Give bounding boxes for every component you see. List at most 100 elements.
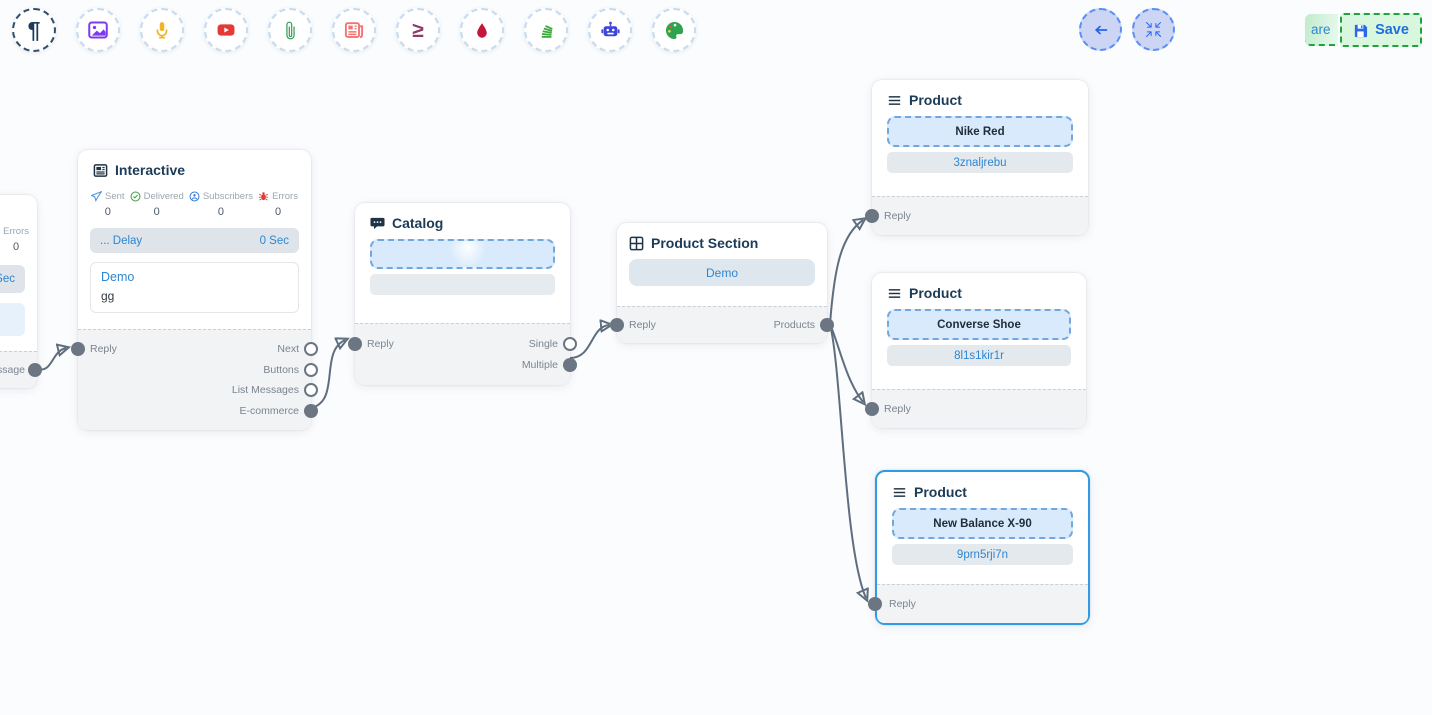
product-name: Nike Red [955,125,1005,138]
connector-input-reply[interactable] [71,342,85,357]
stat-delivered: Delivered 0 [130,191,184,218]
output-single-label: Single [528,338,558,351]
paperclip-icon [285,21,295,39]
floppy-icon [1354,24,1368,37]
connector-input-reply[interactable] [865,208,879,223]
toolbar: ¶ ≥ [12,8,696,52]
palette-icon [665,21,683,39]
delay-row[interactable]: ... Delay 0 Sec [90,228,299,253]
edge-products-to-product-3 [829,323,866,598]
node-header: Product [872,80,1088,116]
connector-output-single[interactable] [563,337,577,352]
person-circle-icon [189,191,200,202]
product-retailer-id: 9prn5rji7n [956,548,1009,561]
stack-button[interactable] [524,8,568,52]
greater-equal-icon: ≥ [412,18,424,42]
robot-button[interactable] [588,8,632,52]
message-box[interactable]: Demo gg [90,262,299,313]
save-button[interactable]: Save [1340,13,1422,47]
node-interactive[interactable]: Interactive Sent 0 Delivered 0 [71,150,318,430]
node-product-section[interactable]: Product Section Demo Reply Products [610,223,834,343]
input-reply-label: Reply [629,318,656,331]
section-item-label: Demo [705,265,738,280]
catalog-placeholder-box[interactable] [370,239,555,269]
connector-output-ecommerce[interactable] [304,403,318,418]
node-message-clipped[interactable]: Errors 0 0 Sec Message [0,195,42,388]
product-name-box[interactable]: Converse Shoe [887,309,1071,340]
connector-output-list-messages[interactable] [304,383,318,398]
input-reply-label: Reply [367,338,394,351]
node-title: Product [909,92,962,108]
connector-input-reply[interactable] [868,596,882,611]
image-button[interactable] [76,8,120,52]
arrow-left-icon [1094,25,1107,34]
delay-value: 0 Sec [0,273,15,285]
connector-input-reply[interactable] [348,337,362,352]
product-retailer-id: 3znaljrebu [953,156,1007,169]
newspaper-button[interactable] [332,8,376,52]
node-footer: Reply [865,195,1088,235]
fit-view-button[interactable] [1132,8,1175,51]
newspaper-icon [344,22,364,39]
connector-output-multiple[interactable] [563,357,577,372]
paperclip-button[interactable] [268,8,312,52]
connector-input-reply[interactable] [610,317,624,332]
node-header: Catalog [355,203,570,239]
message-body: gg [101,289,115,303]
stat-errors: Errors 0 [3,226,29,253]
product-retailer-id: 8l1s1kir1r [954,349,1004,362]
connector-output-message[interactable] [28,363,42,377]
image-icon [88,21,108,39]
youtube-button[interactable] [204,8,248,52]
greater-equal-button[interactable]: ≥ [396,8,440,52]
stack-icon [541,24,553,38]
connector-output-products[interactable] [820,317,834,332]
section-item-box[interactable]: Demo [629,259,815,286]
node-header: Interactive [78,150,311,186]
grid-icon [629,236,644,250]
node-product-1[interactable]: Product Nike Red 3znaljrebu Reply [865,80,1088,235]
paragraph-icon: ¶ [27,16,41,43]
connector-input-reply[interactable] [865,401,879,416]
content-box[interactable] [0,303,25,336]
node-product-3-selected[interactable]: Product New Balance X-90 9prn5rji7n Repl… [868,470,1090,625]
node-header: Product Section [617,223,827,259]
product-id-box[interactable]: 9prn5rji7n [892,544,1073,565]
connector-output-buttons[interactable] [304,362,318,377]
node-header: Product [872,273,1086,309]
output-products-label: Products [773,318,815,331]
catalog-empty-box[interactable] [370,274,555,295]
product-name-box[interactable]: New Balance X-90 [892,508,1073,539]
node-footer: Reply Single Multiple [348,323,577,385]
delay-label: ... Delay [100,234,143,247]
node-title: Product Section [651,235,759,251]
output-ecommerce-label: E-commerce [239,404,299,417]
node-title: Catalog [392,215,444,231]
node-catalog[interactable]: Catalog Reply Single Multiple [348,203,577,385]
product-id-box[interactable]: 3znaljrebu [887,152,1073,173]
edge-products-to-product-1 [829,220,863,325]
input-reply-label: Reply [884,402,911,415]
back-button[interactable] [1079,8,1122,51]
chat-bubble-icon [370,217,385,229]
node-title: Interactive [115,162,186,178]
node-footer: Reply [868,583,1088,623]
connector-output-next[interactable] [304,342,318,357]
node-title: Product [909,285,962,301]
delay-value: 0 Sec [259,234,289,247]
edge-products-to-product-2 [829,323,863,402]
delay-row[interactable]: 0 Sec [0,265,25,293]
node-product-2[interactable]: Product Converse Shoe 8l1s1kir1r Reply [865,273,1086,428]
paragraph-button[interactable]: ¶ [12,8,56,52]
droplet-icon [477,22,487,38]
share-button-clipped[interactable]: are [1305,14,1338,46]
node-title: Product [914,484,967,500]
node-footer: Reply Products [610,305,834,343]
product-id-box[interactable]: 8l1s1kir1r [887,345,1071,366]
microphone-button[interactable] [140,8,184,52]
droplet-button[interactable] [460,8,504,52]
product-name-box[interactable]: Nike Red [887,116,1073,147]
share-fragment-label: are [1311,21,1331,37]
palette-button[interactable] [652,8,696,52]
